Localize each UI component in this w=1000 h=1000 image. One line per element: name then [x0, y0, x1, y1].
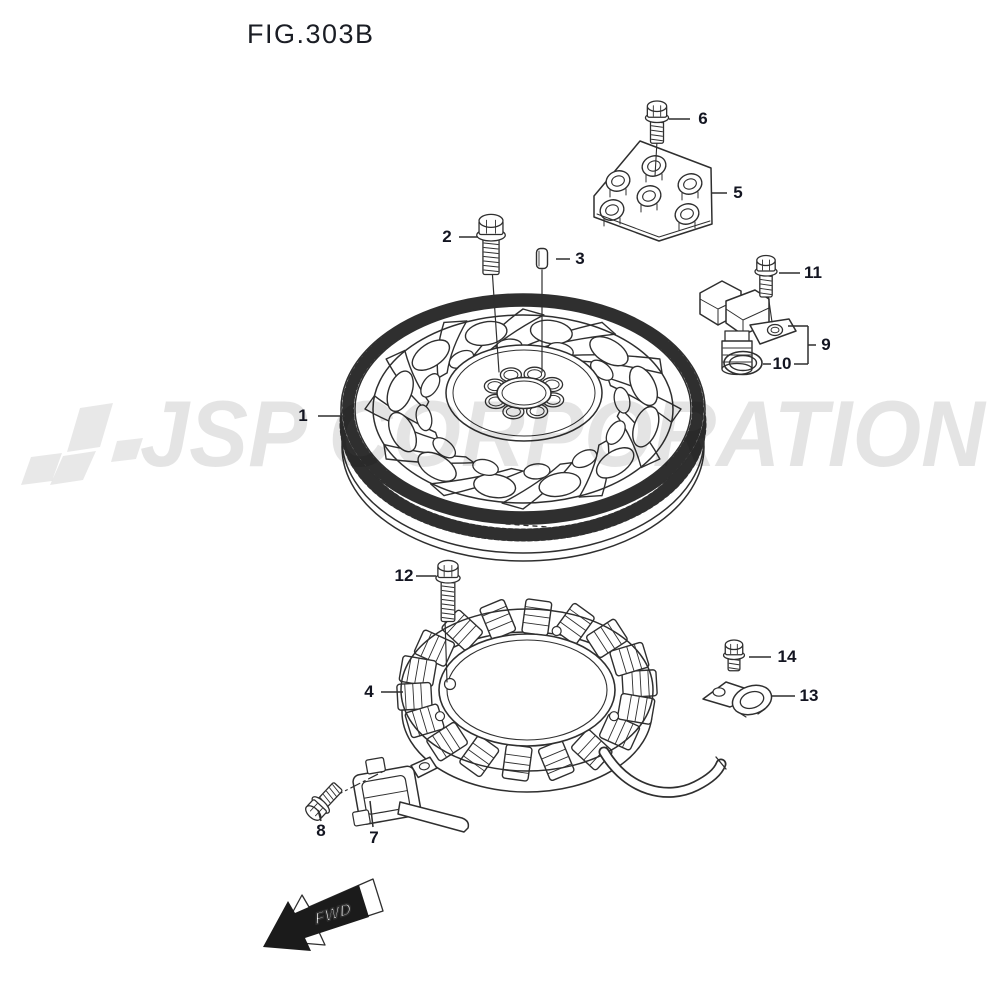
bolt-12	[435, 559, 461, 623]
part-label-2: 2	[442, 227, 452, 246]
bolt-2	[476, 213, 506, 276]
part-label-4: 4	[364, 682, 374, 701]
bolt-14	[722, 639, 746, 672]
part-label-7: 7	[369, 828, 379, 847]
part-label-9: 9	[821, 335, 831, 354]
stator	[396, 598, 658, 793]
part-label-12: 12	[394, 566, 414, 585]
figure-title: FIG.303B	[247, 19, 375, 49]
part-label-3: 3	[575, 249, 585, 268]
pickup-coil-7	[332, 756, 470, 833]
part-label-5: 5	[733, 183, 743, 202]
wire-clamp-13	[702, 681, 773, 718]
bolt-8	[305, 782, 343, 821]
holder-block-5	[593, 140, 713, 242]
part-label-11: 11	[804, 263, 822, 282]
fwd-direction-arrow: FWD	[263, 878, 384, 951]
part-label-8: 8	[316, 821, 326, 840]
bolt-11	[754, 254, 778, 298]
part-label-1: 1	[298, 406, 308, 425]
bolt-6	[644, 100, 670, 144]
key-3	[535, 247, 549, 270]
part-label-6: 6	[698, 109, 708, 128]
part-label-14: 14	[777, 647, 797, 666]
part-label-13: 13	[799, 686, 819, 705]
part-label-10: 10	[772, 354, 792, 373]
stator-wire	[598, 746, 727, 798]
o-ring-10	[723, 350, 763, 376]
flywheel	[339, 267, 707, 562]
